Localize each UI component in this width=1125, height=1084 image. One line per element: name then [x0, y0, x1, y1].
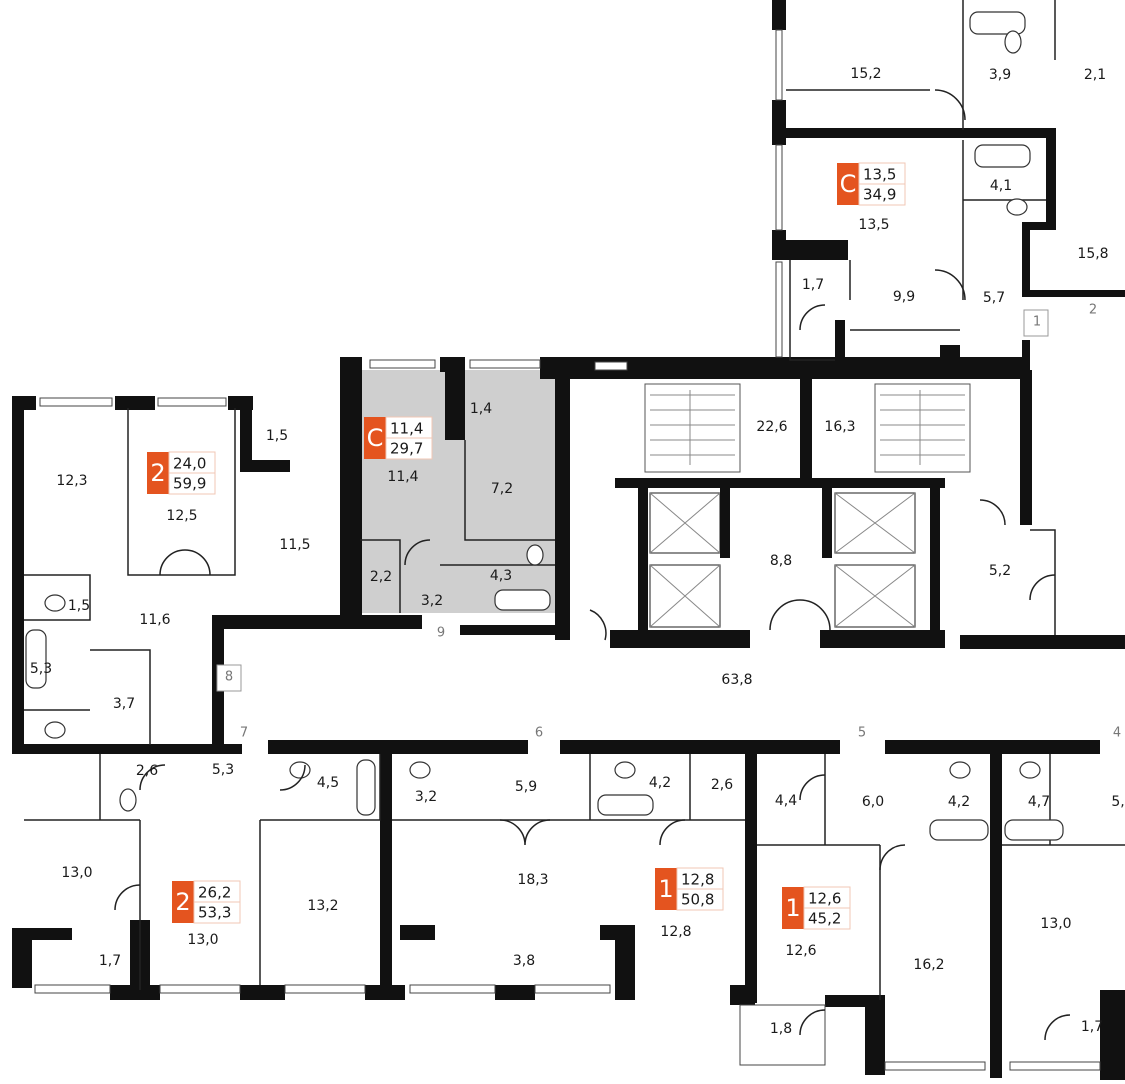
- total-area: 53,3: [198, 904, 231, 922]
- apartment-badge[interactable]: C 13,5 34,9: [837, 162, 906, 206]
- room-area: 63,8: [721, 672, 752, 688]
- apartment-badge[interactable]: 2 24,0 59,9: [147, 451, 216, 495]
- room-area: 8,8: [770, 553, 792, 569]
- apartment-type: 2: [175, 888, 190, 916]
- door-number: 7: [240, 726, 248, 741]
- room-area: 5,: [1111, 794, 1124, 810]
- door-swings: [114, 89, 1071, 1041]
- room-area: 13,0: [187, 932, 218, 948]
- stairwell-left: [644, 383, 741, 473]
- room-area: 4,5: [317, 775, 339, 791]
- room-area: 2,6: [136, 763, 158, 779]
- room-area: 1,5: [266, 428, 288, 444]
- living-area: 12,6: [808, 890, 841, 908]
- room-area: 13,0: [61, 865, 92, 881]
- room-area: 4,2: [948, 794, 970, 810]
- interior-partitions: [24, 0, 1125, 1000]
- door-number: 6: [535, 726, 543, 741]
- room-area: 16,2: [913, 957, 944, 973]
- room-area: 3,9: [989, 67, 1011, 83]
- room-area: 16,3: [824, 419, 855, 435]
- room-area: 1,4: [470, 401, 492, 417]
- room-area: 5,2: [989, 563, 1011, 579]
- apartment-badge[interactable]: 1 12,8 50,8: [655, 867, 724, 911]
- living-area: 26,2: [198, 884, 231, 902]
- door-number: 4: [1113, 726, 1121, 741]
- room-area: 5,3: [212, 762, 234, 778]
- apartment-type: C: [840, 170, 857, 198]
- total-area: 34,9: [863, 186, 896, 204]
- living-area: 12,8: [681, 871, 714, 889]
- room-area: 4,3: [490, 568, 512, 584]
- door-numbers: 1 2 9 8 7 6 5 4: [216, 303, 1121, 741]
- room-area: 4,1: [990, 178, 1012, 194]
- room-area: 22,6: [756, 419, 787, 435]
- door-number: 8: [225, 670, 233, 685]
- room-area: 11,4: [387, 469, 418, 485]
- room-area: 15,8: [1077, 246, 1108, 262]
- room-area: 18,3: [517, 872, 548, 888]
- room-area: 4,2: [649, 775, 671, 791]
- apartment-type: 2: [150, 459, 165, 487]
- room-area: 1,5: [68, 598, 90, 614]
- room-area: 1,8: [770, 1021, 792, 1037]
- living-area: 13,5: [863, 166, 896, 184]
- door-number: 5: [858, 726, 866, 741]
- room-area: 13,2: [307, 898, 338, 914]
- room-area: 2,2: [370, 569, 392, 585]
- room-area: 11,5: [279, 537, 310, 553]
- apartment-type: 1: [658, 875, 673, 903]
- room-area: 4,7: [1028, 794, 1050, 810]
- room-area: 12,3: [56, 473, 87, 489]
- room-area: 3,8: [513, 953, 535, 969]
- elevator-shafts: [649, 492, 916, 628]
- room-area: 5,7: [983, 290, 1005, 306]
- bathroom-fixtures: [25, 11, 1064, 841]
- living-area: 11,4: [390, 420, 423, 438]
- total-area: 50,8: [681, 891, 714, 909]
- room-area: 12,6: [785, 943, 816, 959]
- apartment-type: 1: [785, 894, 800, 922]
- room-area: 3,7: [113, 696, 135, 712]
- apartment-badge[interactable]: 1 12,6 45,2: [782, 886, 851, 930]
- room-area: 1,7: [1081, 1019, 1103, 1035]
- room-area: 11,6: [139, 612, 170, 628]
- room-area: 6,0: [862, 794, 884, 810]
- apartment-type: C: [367, 424, 384, 452]
- door-number: 9: [437, 626, 445, 641]
- total-area: 59,9: [173, 475, 206, 493]
- room-area: 5,9: [515, 779, 537, 795]
- room-area: 12,5: [166, 508, 197, 524]
- apartment-badge[interactable]: 2 26,2 53,3: [172, 880, 241, 924]
- room-area: 5,3: [30, 661, 52, 677]
- room-area: 4,4: [775, 793, 797, 809]
- total-area: 45,2: [808, 910, 841, 928]
- total-area: 29,7: [390, 440, 423, 458]
- stairwell-right: [874, 383, 971, 473]
- room-area: 2,1: [1084, 67, 1106, 83]
- room-area: 13,5: [858, 217, 889, 233]
- apartment-badge[interactable]: C 11,4 29,7: [364, 416, 433, 460]
- room-area: 9,9: [893, 289, 915, 305]
- room-area: 3,2: [421, 593, 443, 609]
- room-area: 3,2: [415, 789, 437, 805]
- room-area: 7,2: [491, 481, 513, 497]
- exterior-walls: [12, 0, 1125, 1080]
- door-number: 1: [1033, 315, 1041, 330]
- room-area: 15,2: [850, 66, 881, 82]
- room-area: 13,0: [1040, 916, 1071, 932]
- room-labels: 15,2 3,9 2,1 4,1 13,5 15,8 1,7 9,9 5,7 1…: [30, 66, 1125, 1037]
- living-area: 24,0: [173, 455, 206, 473]
- room-area: 12,8: [660, 924, 691, 940]
- room-area: 2,6: [711, 777, 733, 793]
- room-area: 1,7: [802, 277, 824, 293]
- room-area: 1,7: [99, 953, 121, 969]
- door-number: 2: [1089, 303, 1097, 318]
